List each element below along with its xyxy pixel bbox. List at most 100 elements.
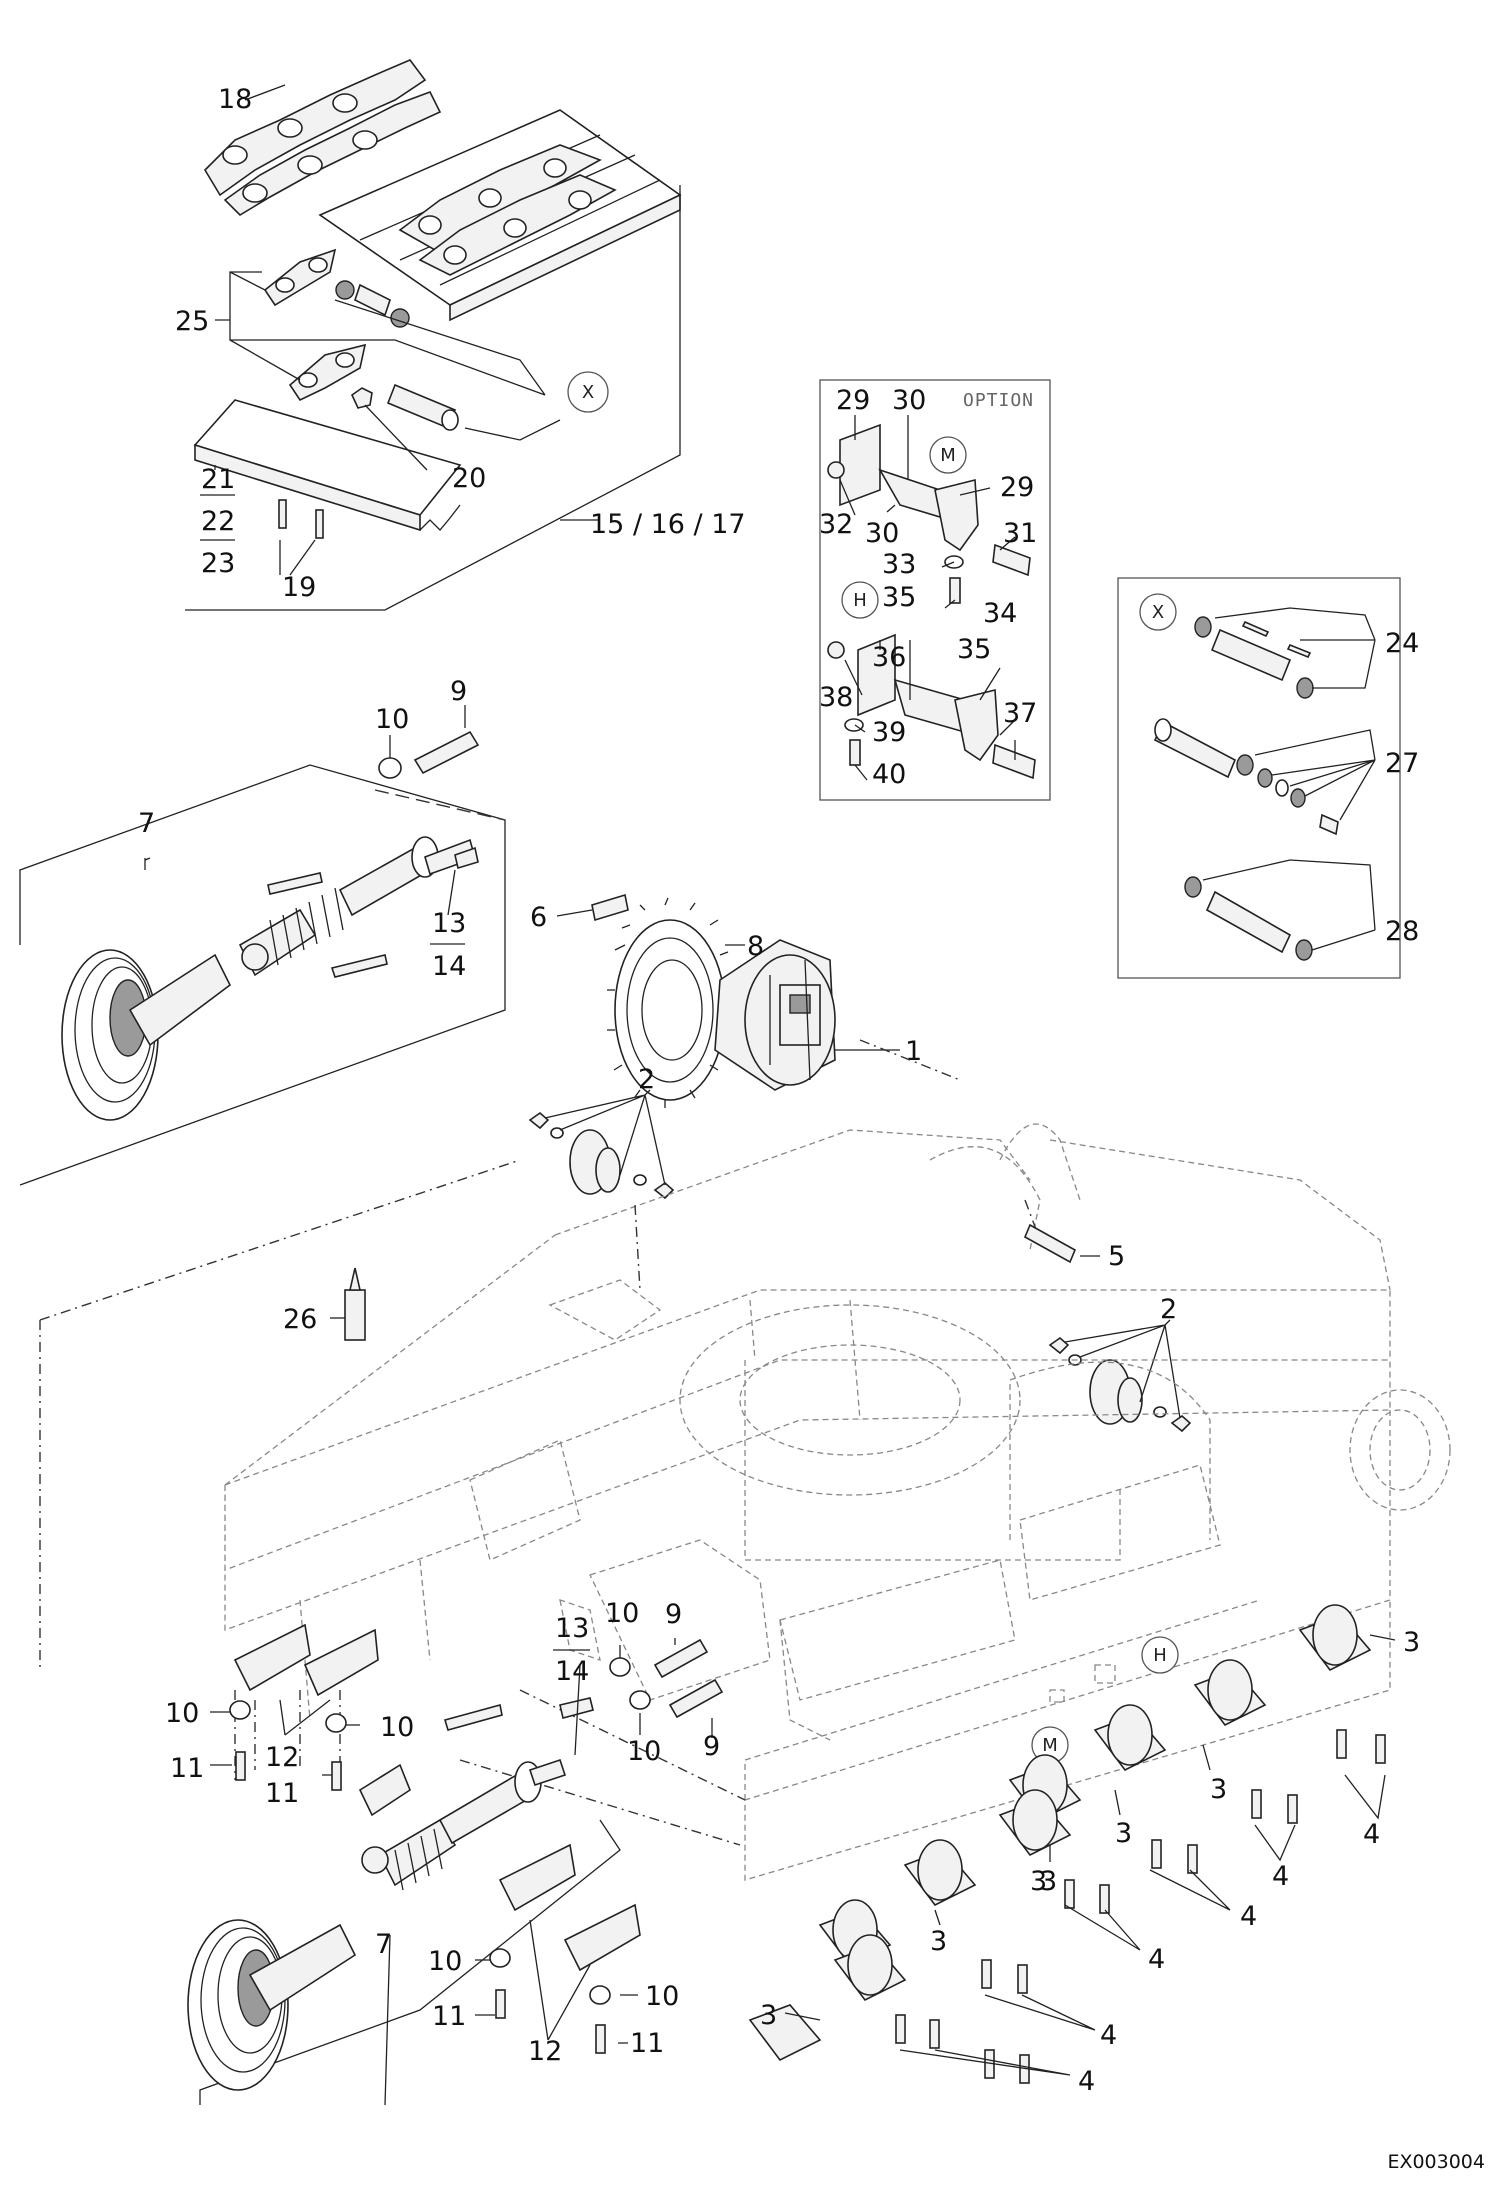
callout-32: 32 [819,509,853,540]
callout-25: 25 [175,306,209,337]
track-roller-5 [998,1789,1072,1857]
callout-23: 23 [201,548,235,579]
callout-39: 39 [872,717,906,748]
callout-37: 37 [1003,698,1037,729]
track-frame [224,1123,1451,1881]
frame-marker-h [1141,1636,1179,1674]
callout-40: 40 [872,759,906,790]
callout-33: 33 [882,549,916,580]
track-guide-lower [384,1843,641,2106]
option-marker-h-label: H [853,590,867,611]
callout-4-f: 4 [1078,2066,1095,2097]
callout-15-16-17: 15 / 16 / 17 [590,509,746,540]
track-link [263,248,367,402]
callout-11-guide-b: 11 [265,1778,299,1809]
detail-x-marker-label: X [1152,602,1164,623]
callout-27: 27 [1385,748,1419,779]
callout-3-g: 3 [760,2000,777,2031]
callout-7-upper: 7 [138,808,155,839]
callout-13-lower: 13 [555,1613,589,1644]
callout-10-upper: 10 [375,704,409,735]
sprocket [614,919,726,1101]
shoe-nut [350,387,373,409]
detail-x-box: X [1117,577,1401,979]
detail-marker-x-label: X [582,382,594,403]
callout-10-lower: 10 [627,1736,661,1767]
callout-10-lower-top: 10 [605,1598,639,1629]
callout-28: 28 [1385,916,1419,947]
track-roller-8 [833,1934,1030,2084]
callout-3-e: 3 [930,1926,947,1957]
sprocket-motor-group [591,893,836,1108]
callout-20: 20 [452,463,486,494]
callout-14-lower: 14 [555,1656,589,1687]
callout-11-guide-c: 11 [432,2001,466,2032]
idler-assembly-upper [19,764,506,1186]
option-guard-box: OPTION M H [819,379,1051,801]
track-pin [386,383,459,431]
callout-18: 18 [218,84,252,115]
track-roller-1 [1298,1604,1386,1764]
frame-bolt-5 [1023,1223,1077,1264]
track-shoe-assembly [318,109,682,322]
callout-31: 31 [1003,518,1037,549]
grease-cylinder [330,1267,366,1341]
callout-29-right: 29 [1000,472,1034,503]
track-bushing [335,280,410,328]
track-roller-9 [748,2004,822,2062]
callout-22: 22 [201,506,235,537]
carrier-roller-upper [528,1089,675,1200]
callout-4-c: 4 [1240,1901,1257,1932]
callout-3-f: 3 [1030,1866,1047,1897]
callout-30-lower: 30 [865,518,899,549]
callout-12-lower: 12 [528,2036,562,2067]
option-label: OPTION [963,390,1034,411]
leader-13-upper [447,869,456,916]
callout-1: 1 [905,1036,922,1067]
callout-5: 5 [1108,1241,1125,1272]
callout-3-c: 3 [1115,1818,1132,1849]
callout-2-right: 2 [1160,1294,1177,1325]
idler-assembly-lower [187,1697,621,2105]
callout-4-e: 4 [1100,2020,1117,2051]
callout-10-guide-c: 10 [428,1946,462,1977]
shoe-bolts [278,499,324,539]
track-roller-6 [903,1839,1028,1994]
callout-3-a: 3 [1403,1627,1420,1658]
frame-marker-m-label: M [1042,1735,1058,1756]
callout-10-guide-d: 10 [645,1981,679,2012]
detail-marker-x [567,371,609,413]
callout-26: 26 [283,1304,317,1335]
callout-6: 6 [530,902,547,933]
callout-11-guide-a: 11 [170,1753,204,1784]
detail-x-marker [1139,593,1177,631]
callout-12-upper: 12 [265,1742,299,1773]
option-marker-h [841,581,879,619]
callout-3-b: 3 [1210,1774,1227,1805]
carrier-roller-right [1048,1319,1192,1433]
callout-21: 21 [201,464,235,495]
callout-3-d: 3 [1040,1866,1057,1897]
callout-38: 38 [819,682,853,713]
drawing-code: EX003004 [1387,2151,1485,2173]
callout-4-b: 4 [1272,1861,1289,1892]
callout-29-top: 29 [836,385,870,416]
track-roller-2 [1193,1659,1298,1824]
callout-14-upper: 14 [432,951,466,982]
option-marker-m-label: M [940,445,956,466]
upper-bolt-washer [378,705,480,779]
track-shoe-single [193,399,462,532]
frame-marker-h-label: H [1153,1645,1167,1666]
callout-8: 8 [747,931,764,962]
track-chain-assembly [203,59,442,217]
callout-4-d: 4 [1148,1944,1165,1975]
callout-35-top: 35 [882,582,916,613]
callout-7-lower: 7 [375,1929,392,1960]
callout-13-upper: 13 [432,908,466,939]
track-chain-group: X [185,59,682,611]
callout-34: 34 [983,598,1017,629]
callout-4-a: 4 [1363,1819,1380,1850]
sprocket-bolt [591,893,629,922]
track-guide-upper [210,1623,379,1791]
